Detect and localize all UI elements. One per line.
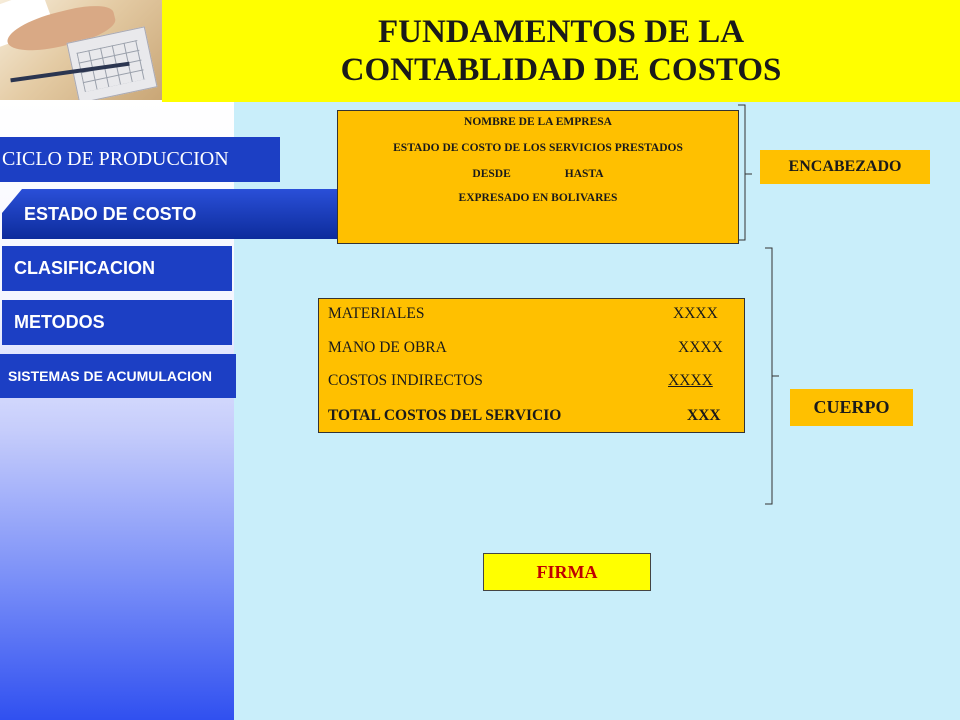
header-company-name: NOMBRE DE LA EMPRESA <box>464 116 612 128</box>
title-line-1: FUNDAMENTOS DE LA <box>377 14 745 50</box>
header-currency: EXPRESADO EN BOLIVARES <box>458 192 618 204</box>
statement-body-box: MATERIALES XXXX MANO DE OBRA XXXX COSTOS… <box>318 298 745 433</box>
row-label: COSTOS INDIRECTOS <box>328 372 483 389</box>
nav-sistemas-de-acumulacion[interactable]: SISTEMAS DE ACUMULACION <box>0 354 236 398</box>
title-line-2: CONTABLIDAD DE COSTOS <box>340 52 782 88</box>
nav-clasificacion[interactable]: CLASIFICACION <box>2 246 232 291</box>
nav-estado-de-costo[interactable]: ESTADO DE COSTO <box>2 189 340 239</box>
row-label: MANO DE OBRA <box>328 339 447 356</box>
row-label: MATERIALES <box>328 305 425 322</box>
header-bracket <box>738 104 752 241</box>
statement-header-box: NOMBRE DE LA EMPRESA ESTADO DE COSTO DE … <box>337 110 739 244</box>
row-value: XXXX <box>678 339 723 356</box>
row-label: TOTAL COSTOS DEL SERVICIO <box>328 407 562 424</box>
row-value: XXX <box>687 407 721 424</box>
header-period: DESDE HASTA <box>338 168 738 180</box>
header-hasta: HASTA <box>564 168 604 180</box>
nav-ciclo-de-produccion[interactable]: CICLO DE PRODUCCION <box>0 137 280 182</box>
header-desde: DESDE <box>472 168 511 180</box>
title-banner: FUNDAMENTOS DE LA CONTABLIDAD DE COSTOS <box>162 0 960 102</box>
accounting-photo <box>0 0 162 100</box>
row-value: XXXX <box>668 372 713 389</box>
label-encabezado: ENCABEZADO <box>760 150 930 184</box>
header-statement-title: ESTADO DE COSTO DE LOS SERVICIOS PRESTAD… <box>393 142 683 154</box>
row-value: XXXX <box>673 305 718 322</box>
body-bracket <box>765 247 779 505</box>
nav-metodos[interactable]: METODOS <box>2 300 232 345</box>
label-firma: FIRMA <box>483 553 651 591</box>
label-cuerpo: CUERPO <box>790 389 913 426</box>
